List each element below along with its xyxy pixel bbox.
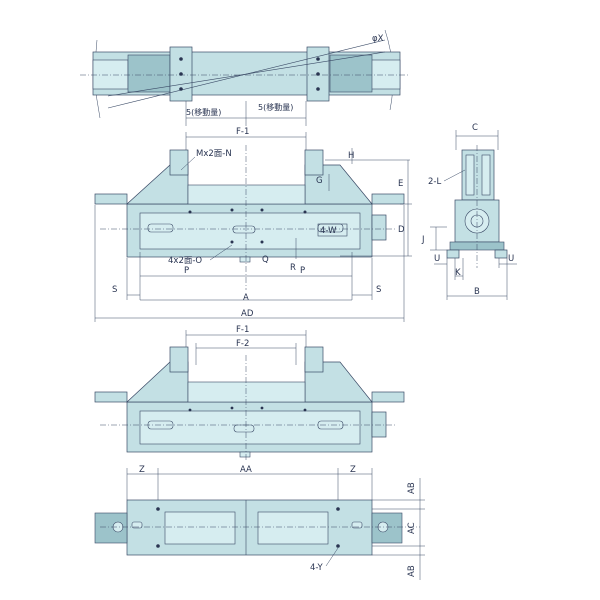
dim-s-right: S <box>376 285 381 295</box>
dim-four-y: 4-Y <box>310 563 323 573</box>
dim-e: E <box>398 179 403 189</box>
dim-f1-mid: F-1 <box>236 325 249 335</box>
dim-ac: AC <box>407 522 417 534</box>
stroke-left-label: 5(移動量) <box>186 107 221 117</box>
bottom-view: Z AA Z AB AC AB 4-Y <box>94 465 425 580</box>
dim-c: C <box>472 123 478 133</box>
dim-s-left: S <box>112 285 117 295</box>
dim-u-right: U <box>508 254 514 264</box>
dim-j: J <box>421 235 425 245</box>
dim-k: K <box>455 268 461 278</box>
dim-q: Q <box>262 255 269 265</box>
stroke-right-label: 5(移動量) <box>258 102 293 112</box>
dim-ad: AD <box>241 309 254 319</box>
dim-a: A <box>243 293 249 303</box>
dim-b: B <box>474 287 480 297</box>
front-view-open: F-1 F-2 <box>94 325 405 462</box>
dim-p-left: P <box>184 266 189 276</box>
dim-g: G <box>316 176 323 186</box>
phi-x-label: φX <box>372 34 384 44</box>
dim-u-left: U <box>434 254 440 264</box>
dim-d: D <box>398 225 405 235</box>
dim-h: H <box>348 151 354 161</box>
dim-f1-top: F-1 <box>236 127 249 137</box>
side-view: C J 2-L U U K B <box>421 123 517 300</box>
dim-m-tap: Mx2面-N <box>196 149 232 159</box>
dim-ab-top: AB <box>407 482 417 494</box>
dim-ab-bottom: AB <box>407 565 417 577</box>
dim-r: R <box>290 263 296 273</box>
front-view: F-1 Mx2面-N <box>94 127 412 322</box>
dim-z-right: Z <box>350 465 356 475</box>
dim-z-left: Z <box>139 465 145 475</box>
dim-two-l: 2-L <box>428 177 441 187</box>
top-view: φX 5(移動量) 5(移動量) <box>80 29 410 126</box>
dim-four-w: 4-W <box>320 226 337 236</box>
dim-p-right: P <box>300 266 305 276</box>
dim-aa: AA <box>240 465 252 475</box>
dim-f2: F-2 <box>236 339 249 349</box>
dim-four-x2-o: 4x2面-O <box>168 256 202 266</box>
